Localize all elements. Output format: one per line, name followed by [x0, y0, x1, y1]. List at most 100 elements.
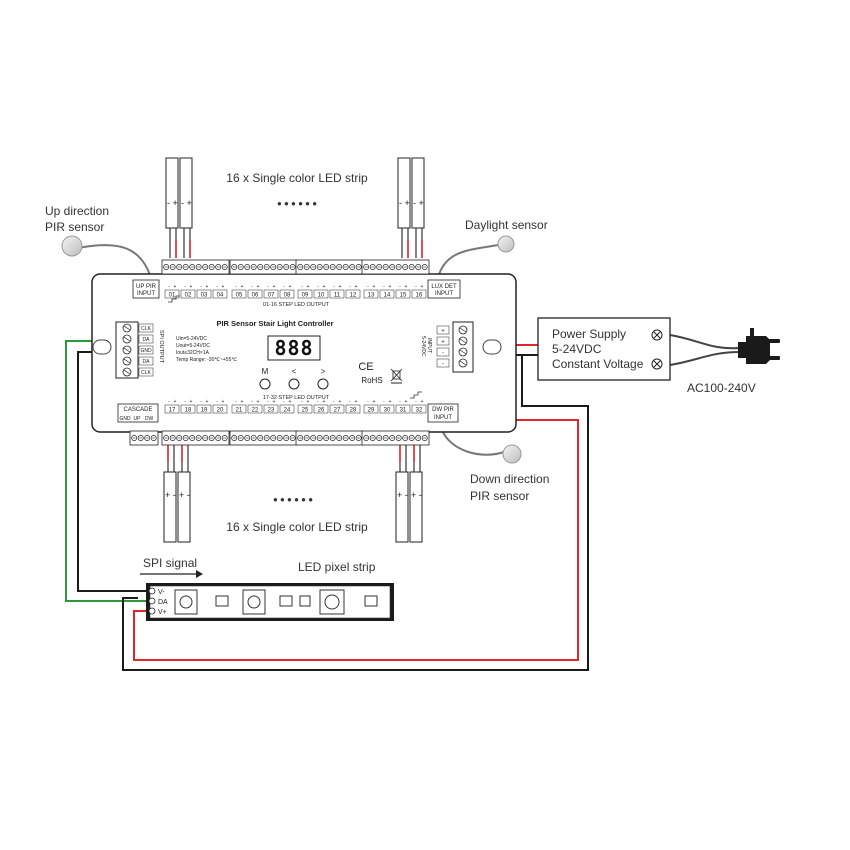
- button-right[interactable]: [317, 378, 329, 390]
- button-right-label: >: [321, 367, 326, 376]
- svg-text:+: +: [241, 284, 244, 290]
- channel-label: 18: [185, 408, 192, 414]
- channel-label: 07: [268, 293, 275, 299]
- svg-text:-: -: [283, 399, 285, 405]
- ce-mark: CE: [358, 361, 373, 373]
- channel-label: 06: [252, 293, 259, 299]
- channel-label: 30: [384, 408, 391, 414]
- input-pin-label: +: [441, 340, 445, 346]
- bottom-left-led-strips: + - + -: [163, 444, 191, 543]
- up-pir-text-1: Up direction: [45, 204, 109, 218]
- svg-text:- +: - +: [399, 198, 410, 208]
- input-pin-label: +: [441, 329, 445, 335]
- svg-text:-: -: [251, 399, 253, 405]
- input-screws: [458, 325, 468, 368]
- top-output-label: 01-16 STEP LED OUTPUT: [263, 302, 330, 308]
- top-left-led-strips: - + - +: [165, 157, 193, 258]
- top-terminal-group: [229, 259, 298, 275]
- svg-text:-: -: [383, 284, 385, 290]
- svg-text:+: +: [222, 284, 225, 290]
- svg-text:+: +: [339, 399, 342, 405]
- cascade-pin-label: DW: [145, 416, 154, 422]
- svg-text:+: +: [373, 284, 376, 290]
- spi-pin-label: GND: [140, 348, 152, 354]
- svg-text:-: -: [283, 284, 285, 290]
- spi-signal-text: SPI signal: [143, 556, 197, 570]
- svg-text:-: -: [333, 284, 335, 290]
- channel-label: 32: [416, 408, 423, 414]
- svg-text:-: -: [383, 399, 385, 405]
- svg-text:-: -: [168, 399, 170, 405]
- up-pir-label-2: INPUT: [137, 291, 155, 297]
- button-m-label: M: [262, 367, 269, 376]
- bottom-right-led-strips: + - + -: [395, 444, 423, 543]
- bottom-terminal-group: [361, 430, 430, 446]
- svg-text:+: +: [222, 399, 225, 405]
- top-terminal-group: [161, 259, 230, 275]
- input-label: INPUT: [426, 338, 432, 353]
- svg-text:-: -: [301, 284, 303, 290]
- segment-display-text: 888: [274, 336, 313, 360]
- channel-label: 13: [368, 293, 375, 299]
- spi-pin-label: DA: [143, 337, 151, 343]
- channel-label: 22: [252, 408, 259, 414]
- stairs-icon: [168, 295, 180, 303]
- pixel-terminal-pad: [148, 587, 156, 595]
- svg-text:-: -: [216, 399, 218, 405]
- channel-label: 17: [169, 408, 176, 414]
- down-pir-text-1: Down direction: [470, 472, 549, 486]
- bottom-terminal-blocks: [129, 430, 430, 446]
- spec-uin: Uin=5-24VDC: [176, 336, 207, 342]
- svg-text:+: +: [373, 399, 376, 405]
- input-pins: ++--: [436, 325, 450, 368]
- top-channel-labels: 01-+02-+03-+04-+05-+06-+07-+08-+09-+10-+…: [164, 284, 427, 299]
- spec-temp: Temp Range: -30℃~+55℃: [176, 357, 237, 363]
- stairs-icon-2: [410, 391, 422, 399]
- svg-text:+ -: + -: [411, 490, 422, 500]
- svg-text:-: -: [267, 399, 269, 405]
- cascade-label: CASCADE: [123, 407, 152, 413]
- pixel-terminal-pad: [148, 607, 156, 615]
- svg-text:+: +: [355, 399, 358, 405]
- channel-label: 29: [368, 408, 375, 414]
- input-terminal-block: [452, 321, 474, 373]
- psu-line-3: Constant Voltage: [552, 357, 644, 371]
- svg-text:+: +: [421, 284, 424, 290]
- cascade-pin-label: UP: [134, 416, 142, 422]
- ac-input-label: AC100-240V: [687, 381, 756, 395]
- pixel-terminal-label: V+: [158, 609, 167, 616]
- cascade-pin-label: GND: [119, 416, 131, 422]
- svg-text:+ -: + -: [397, 490, 408, 500]
- svg-text:+ -: + -: [179, 490, 190, 500]
- channel-label: 31: [400, 408, 407, 414]
- svg-text:+: +: [273, 399, 276, 405]
- spi-pin-label: CLK: [141, 370, 151, 376]
- svg-text:-: -: [267, 284, 269, 290]
- bottom-strip-label: 16 x Single color LED strip: [226, 520, 368, 534]
- bottom-terminal-group: [161, 430, 230, 446]
- button-m[interactable]: [259, 378, 271, 390]
- svg-text:-: -: [367, 399, 369, 405]
- svg-text:+: +: [307, 284, 310, 290]
- button-left[interactable]: [288, 378, 300, 390]
- svg-text:+ -: + -: [165, 490, 176, 500]
- svg-text:+: +: [339, 284, 342, 290]
- top-right-led-strips: - + - +: [397, 157, 425, 258]
- svg-text:-: -: [301, 399, 303, 405]
- svg-text:+: +: [257, 399, 260, 405]
- svg-text:+: +: [307, 399, 310, 405]
- svg-text:-: -: [216, 284, 218, 290]
- down-pir-cable: [441, 429, 505, 456]
- svg-text:-: -: [200, 284, 202, 290]
- channel-label: 19: [201, 408, 208, 414]
- svg-text:+: +: [206, 284, 209, 290]
- svg-text:-: -: [415, 399, 417, 405]
- down-pir-sensor-icon: [502, 444, 522, 464]
- dw-pir-label-1: DW PIR: [432, 407, 454, 413]
- bottom-channel-labels: 17-+18-+19-+20-+21-+22-+23-+24-+25-+26-+…: [164, 399, 427, 414]
- top-dots: ● ● ● ● ● ●: [277, 199, 317, 208]
- pixel-terminal-pad: [148, 597, 156, 605]
